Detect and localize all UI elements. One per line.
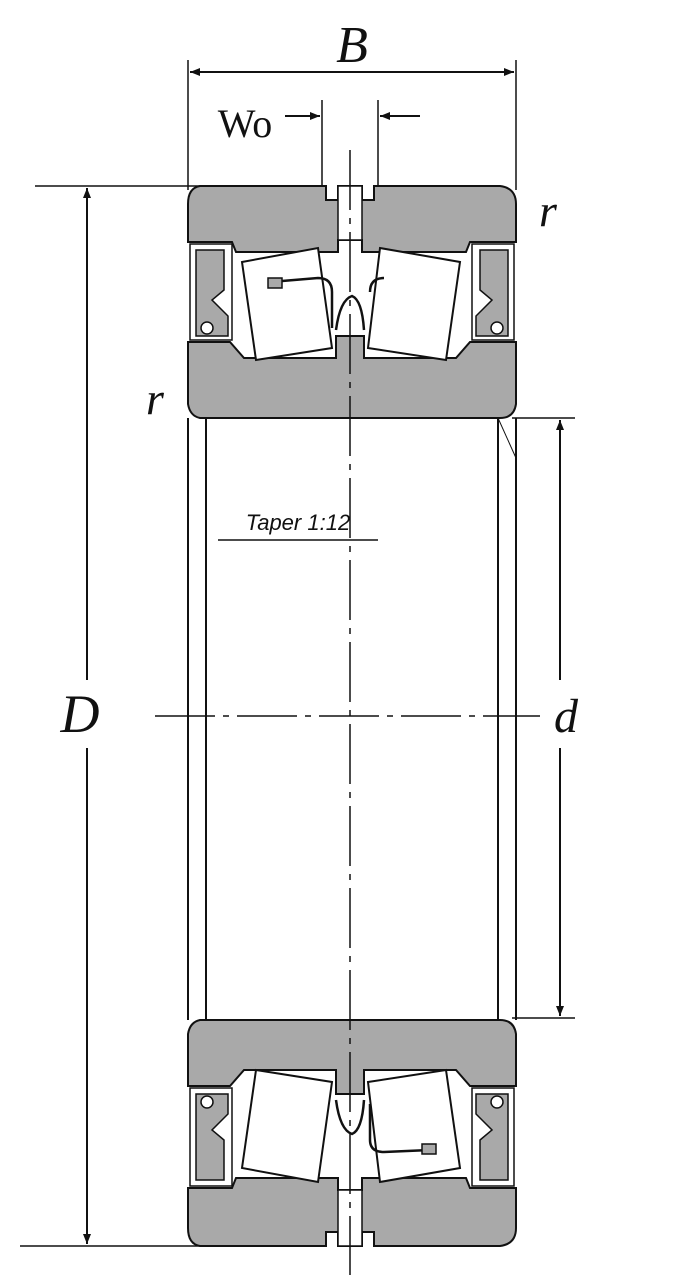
dimension-wo: Wo xyxy=(218,100,420,190)
bottom-section xyxy=(187,1019,517,1247)
label-d-bore: d xyxy=(554,690,579,743)
seal-right-bottom xyxy=(471,1087,515,1187)
label-r-top: r xyxy=(539,185,558,236)
label-wo: Wo xyxy=(218,101,273,146)
label-d-outer: D xyxy=(60,684,100,744)
seal-left-top xyxy=(189,243,233,341)
taper-label: Taper 1:12 xyxy=(246,510,350,535)
inner-ring-bottom xyxy=(187,1019,517,1095)
seal-left-bottom xyxy=(189,1087,233,1187)
roller-left-bottom xyxy=(240,1068,334,1184)
roller-left-top xyxy=(240,246,334,362)
roller-right-bottom xyxy=(366,1068,462,1184)
bore xyxy=(187,417,517,1020)
dimension-d-outer: D xyxy=(20,185,200,1247)
top-section xyxy=(187,185,517,419)
taper-note: Taper 1:12 xyxy=(218,510,378,541)
dimension-d-bore: d xyxy=(512,417,579,1019)
center-lines xyxy=(155,150,540,1275)
dimension-b: B xyxy=(187,17,517,190)
label-b: B xyxy=(336,17,368,74)
label-r-left: r xyxy=(146,373,165,424)
cage-bottom xyxy=(334,1099,431,1154)
inner-ring-top xyxy=(187,335,517,419)
seal-right-top xyxy=(471,243,515,341)
roller-right-top xyxy=(366,246,462,362)
cage-top xyxy=(269,276,385,331)
